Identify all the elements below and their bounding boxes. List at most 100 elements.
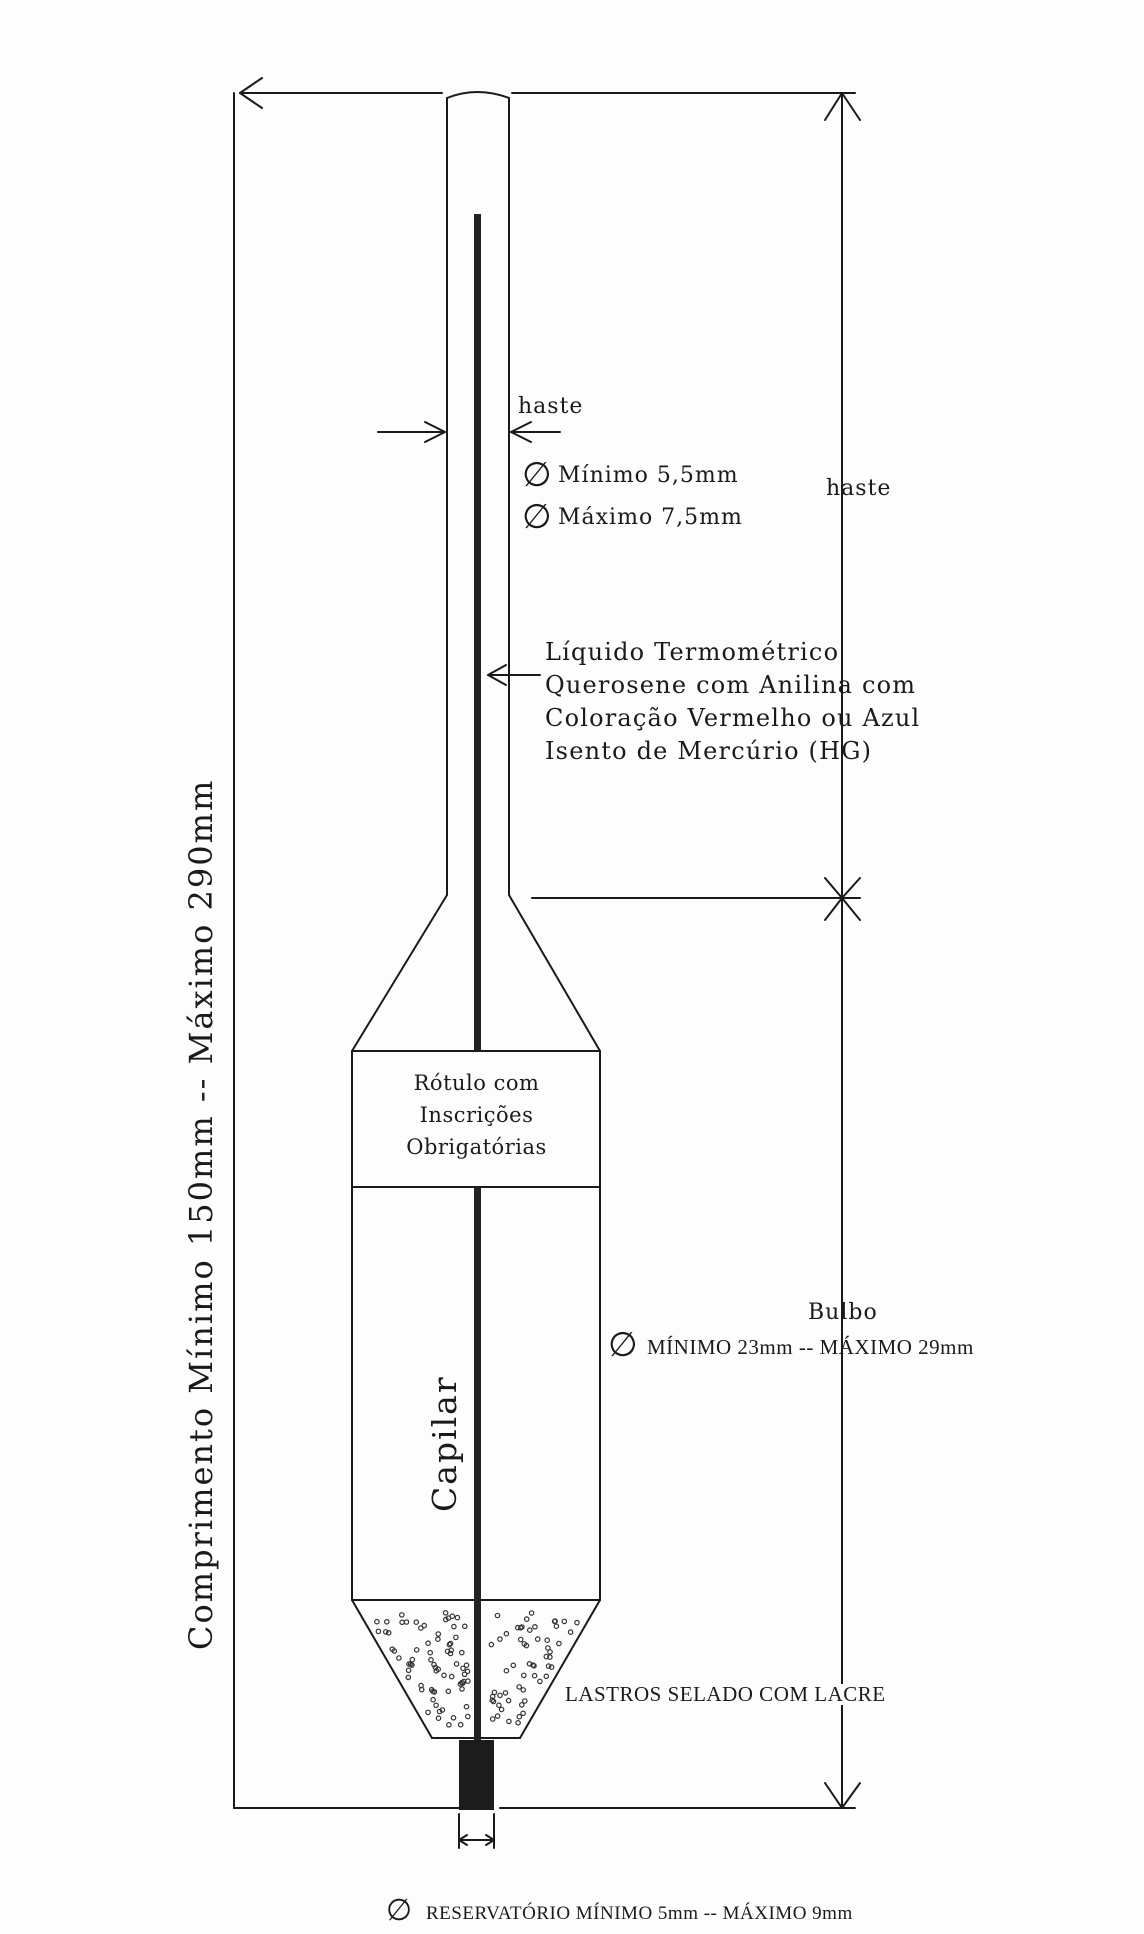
ballast-dot	[547, 1654, 553, 1660]
ballast-dot	[446, 1722, 452, 1728]
ballast-dot	[518, 1702, 525, 1708]
ballast-dot	[464, 1713, 471, 1720]
ballast-dot	[431, 1689, 438, 1695]
ballast-dot	[454, 1614, 461, 1621]
ballast-label: LASTROS SELADO COM LACRE	[563, 1682, 888, 1706]
ballast-dot	[461, 1671, 468, 1678]
ballast-dot	[405, 1667, 412, 1674]
ballast-dot	[526, 1627, 533, 1633]
ballast-dot	[418, 1625, 424, 1631]
ballast-dot	[544, 1637, 551, 1644]
ballast-dot	[489, 1693, 496, 1700]
ballast-dot	[503, 1667, 510, 1674]
ballast-dot	[521, 1641, 528, 1647]
ballast-dot	[436, 1708, 443, 1715]
ballast-dot	[396, 1655, 402, 1661]
ballast-dot	[463, 1662, 470, 1669]
ballast-dot	[439, 1707, 446, 1713]
overall-length-label: Comprimento Mínimo 150mm -- Máximo 290mm	[182, 778, 220, 1650]
diameter-icon: ∅	[386, 1893, 413, 1928]
reservoir	[459, 1740, 494, 1810]
ballast-dot	[503, 1630, 510, 1637]
boundary-arrow-down	[824, 897, 861, 921]
ballast-dot	[385, 1630, 392, 1636]
diameter-icon: ∅	[522, 455, 552, 495]
ballast-shot-dots	[374, 1610, 580, 1728]
ballast-dot	[435, 1636, 441, 1643]
ballast-dot	[428, 1657, 434, 1663]
ballast-dot	[457, 1721, 464, 1728]
shoulder-right	[508, 894, 601, 1052]
ballast-dot	[528, 1610, 535, 1616]
ballast-dot	[523, 1616, 530, 1622]
ballast-dot	[403, 1619, 410, 1625]
ballast-dot	[441, 1672, 447, 1679]
ballast-dot	[446, 1641, 453, 1648]
liquid-line: Isento de Mercúrio (HG)	[545, 737, 873, 765]
ballast-dot	[453, 1634, 459, 1641]
ballast-dot	[464, 1668, 471, 1675]
bulb-label: Bulbo	[808, 1300, 878, 1325]
diameter-icon: ∅	[522, 497, 552, 537]
ballast-dot	[497, 1636, 503, 1642]
liquid-description: Líquido Termométrico Querosene com Anili…	[545, 636, 920, 768]
bulb-diameter-label: MÍNIMO 23mm -- MÁXIMO 29mm	[647, 1335, 974, 1359]
ballast-dot	[418, 1682, 424, 1689]
ballast-dot	[489, 1716, 496, 1722]
ballast-dot	[399, 1619, 405, 1626]
ballast-dot	[545, 1663, 552, 1669]
shoulder-left	[351, 894, 448, 1052]
ballast-dot	[444, 1648, 451, 1655]
ballast-dot	[520, 1710, 526, 1717]
ballast-dot	[520, 1672, 527, 1679]
ballast-dot	[531, 1672, 538, 1679]
ballast-dot	[516, 1684, 523, 1690]
diameter-icon: ∅	[608, 1325, 638, 1365]
ballast-dot	[574, 1619, 580, 1626]
ballast-dot	[552, 1618, 558, 1624]
ballast-dot	[435, 1715, 442, 1722]
ballast-dot	[398, 1612, 405, 1618]
reservoir-arrow-right	[485, 1834, 495, 1846]
ballast-dot	[534, 1636, 541, 1642]
ballast-dot	[430, 1696, 436, 1703]
ballast-dot	[521, 1698, 528, 1704]
ballast-dot	[465, 1678, 471, 1684]
ballast-dot	[489, 1697, 496, 1704]
ballast-dot	[537, 1678, 543, 1685]
label-line: Obrigatórias	[406, 1135, 547, 1159]
ballast-dot	[374, 1618, 380, 1625]
ballast-dot	[445, 1688, 452, 1695]
ballast-dot	[490, 1698, 497, 1705]
ballast-dot	[449, 1613, 456, 1620]
ballast-right	[519, 1599, 601, 1739]
ballast-dot	[431, 1661, 437, 1668]
stem-top-arrow	[824, 92, 861, 121]
liquid-line: Líquido Termométrico	[545, 638, 840, 666]
ballast-dot	[427, 1649, 434, 1656]
ballast-dot	[498, 1706, 505, 1713]
ballast-dot	[448, 1673, 455, 1680]
ballast-dot	[502, 1690, 509, 1696]
stem-width-arrow-right-head	[510, 421, 532, 443]
ballast-dot	[453, 1661, 460, 1667]
stem-tube-top	[446, 91, 510, 99]
ballast-dot	[442, 1610, 449, 1616]
ballast-dot	[543, 1673, 550, 1680]
ballast-dot	[458, 1679, 465, 1686]
ballast-dot	[488, 1641, 495, 1648]
ballast-dot	[530, 1662, 536, 1668]
ballast-dot	[517, 1625, 524, 1631]
ballast-dot	[548, 1664, 555, 1670]
liquid-arrow-head	[487, 664, 507, 686]
ballast-dot	[553, 1623, 560, 1630]
ballast-dot	[413, 1619, 420, 1626]
ballast-dot	[425, 1640, 431, 1647]
label-text-block: Rótulo com Inscrições Obrigatórias	[354, 1067, 599, 1163]
ballast-dot	[413, 1647, 420, 1653]
ballast-dot	[425, 1709, 431, 1716]
capillary-lower	[474, 1187, 481, 1740]
ballast-dot	[520, 1687, 527, 1693]
